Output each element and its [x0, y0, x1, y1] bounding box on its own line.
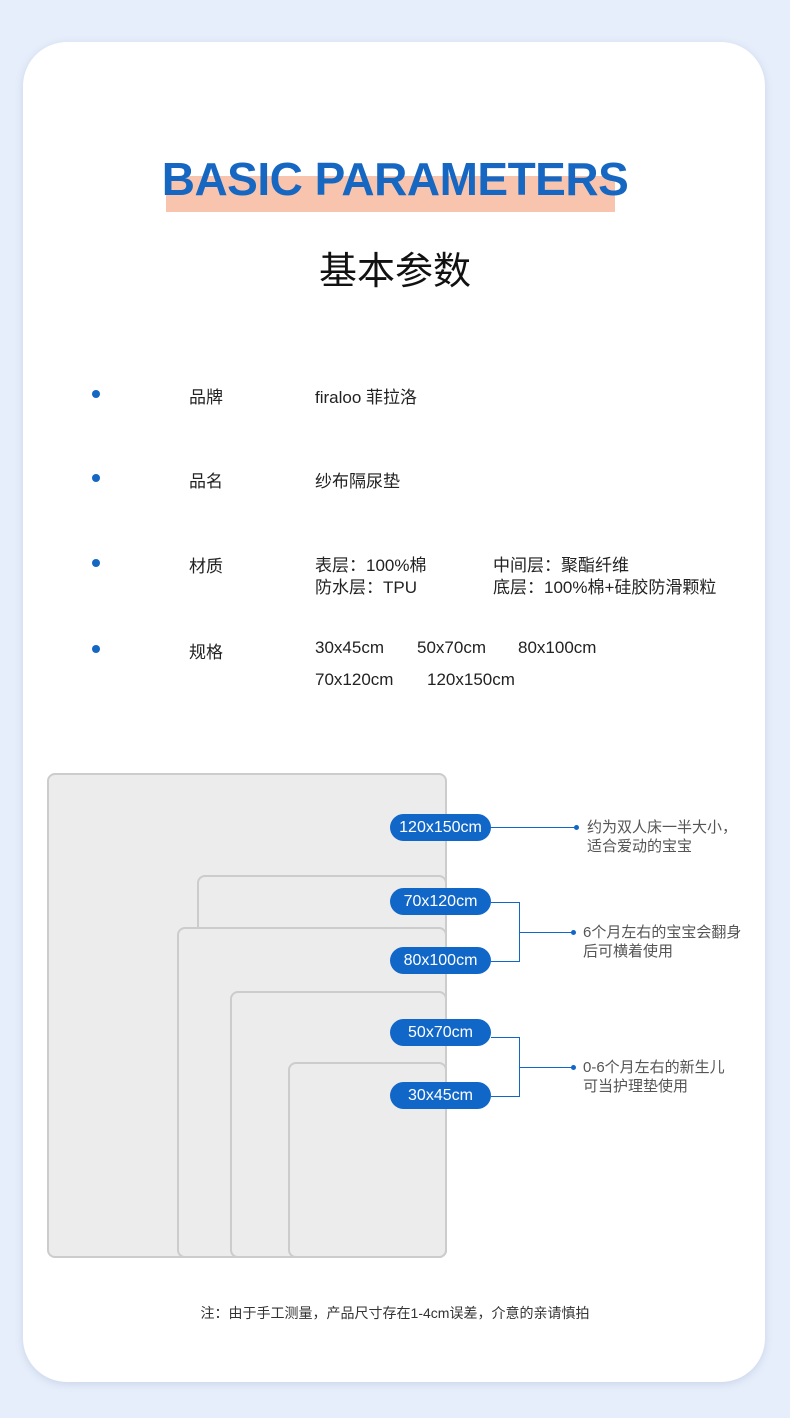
connector-line	[519, 932, 574, 933]
spec-size: 80x100cm	[518, 638, 597, 657]
bullet-dot	[92, 645, 100, 653]
note-line: 6个月左右的宝宝会翻身	[583, 924, 742, 941]
size-tag-80x100: 80x100cm	[390, 947, 491, 974]
spec-size: 50x70cm	[417, 638, 486, 657]
param-label: 材质	[189, 557, 223, 576]
size-tag-120x150: 120x150cm	[390, 814, 491, 841]
size-tag-70x120: 70x120cm	[390, 888, 491, 915]
note-medium: 6个月左右的宝宝会翻身 后可横着使用	[583, 923, 741, 961]
material-middle: 中间层：聚酯纤维	[493, 556, 629, 575]
note-line: 可当护理垫使用	[583, 1078, 689, 1095]
spec-size: 70x120cm	[315, 670, 394, 689]
size-tag-50x70: 50x70cm	[390, 1019, 491, 1046]
footnote: 注：由于手工测量，产品尺寸存在1-4cm误差，介意的亲请慎拍	[200, 1305, 590, 1321]
connector-line	[491, 1037, 520, 1038]
param-value: 纱布隔尿垫	[315, 472, 400, 491]
connector-line	[491, 1096, 520, 1097]
material-waterproof: 防水层：TPU	[315, 578, 417, 597]
page-title-cn: 基本参数	[318, 249, 471, 293]
bullet-dot	[92, 559, 100, 567]
param-value: firaloo 菲拉洛	[315, 388, 418, 407]
note-large: 约为双人床一半大小， 适合爱动的宝宝	[587, 818, 737, 856]
note-line: 适合爱动的宝宝	[587, 838, 693, 855]
param-label: 品名	[189, 472, 223, 491]
connector-dot	[571, 930, 576, 935]
note-line: 后可横着使用	[583, 943, 674, 960]
param-label: 规格	[189, 643, 223, 662]
note-line: 约为双人床一半大小，	[587, 819, 738, 836]
connector-line	[491, 961, 520, 962]
connector-dot	[574, 825, 579, 830]
note-line: 0-6个月左右的新生儿	[583, 1059, 725, 1076]
connector-line	[491, 902, 520, 903]
title-highlight-band	[166, 176, 615, 212]
bullet-dot	[92, 390, 100, 398]
page-title-en: BASIC PARAMETERS	[161, 153, 629, 205]
param-label: 品牌	[189, 388, 223, 407]
spec-size: 30x45cm	[315, 638, 384, 657]
material-surface: 表层：100%棉	[315, 556, 427, 575]
connector-dot	[571, 1065, 576, 1070]
note-small: 0-6个月左右的新生儿 可当护理垫使用	[583, 1058, 725, 1096]
spec-size: 120x150cm	[427, 670, 515, 689]
size-tag-30x45: 30x45cm	[390, 1082, 491, 1109]
material-bottom: 底层：100%棉+硅胶防滑颗粒	[493, 578, 717, 597]
bullet-dot	[92, 474, 100, 482]
connector-line	[491, 827, 577, 828]
connector-line	[519, 1067, 574, 1068]
